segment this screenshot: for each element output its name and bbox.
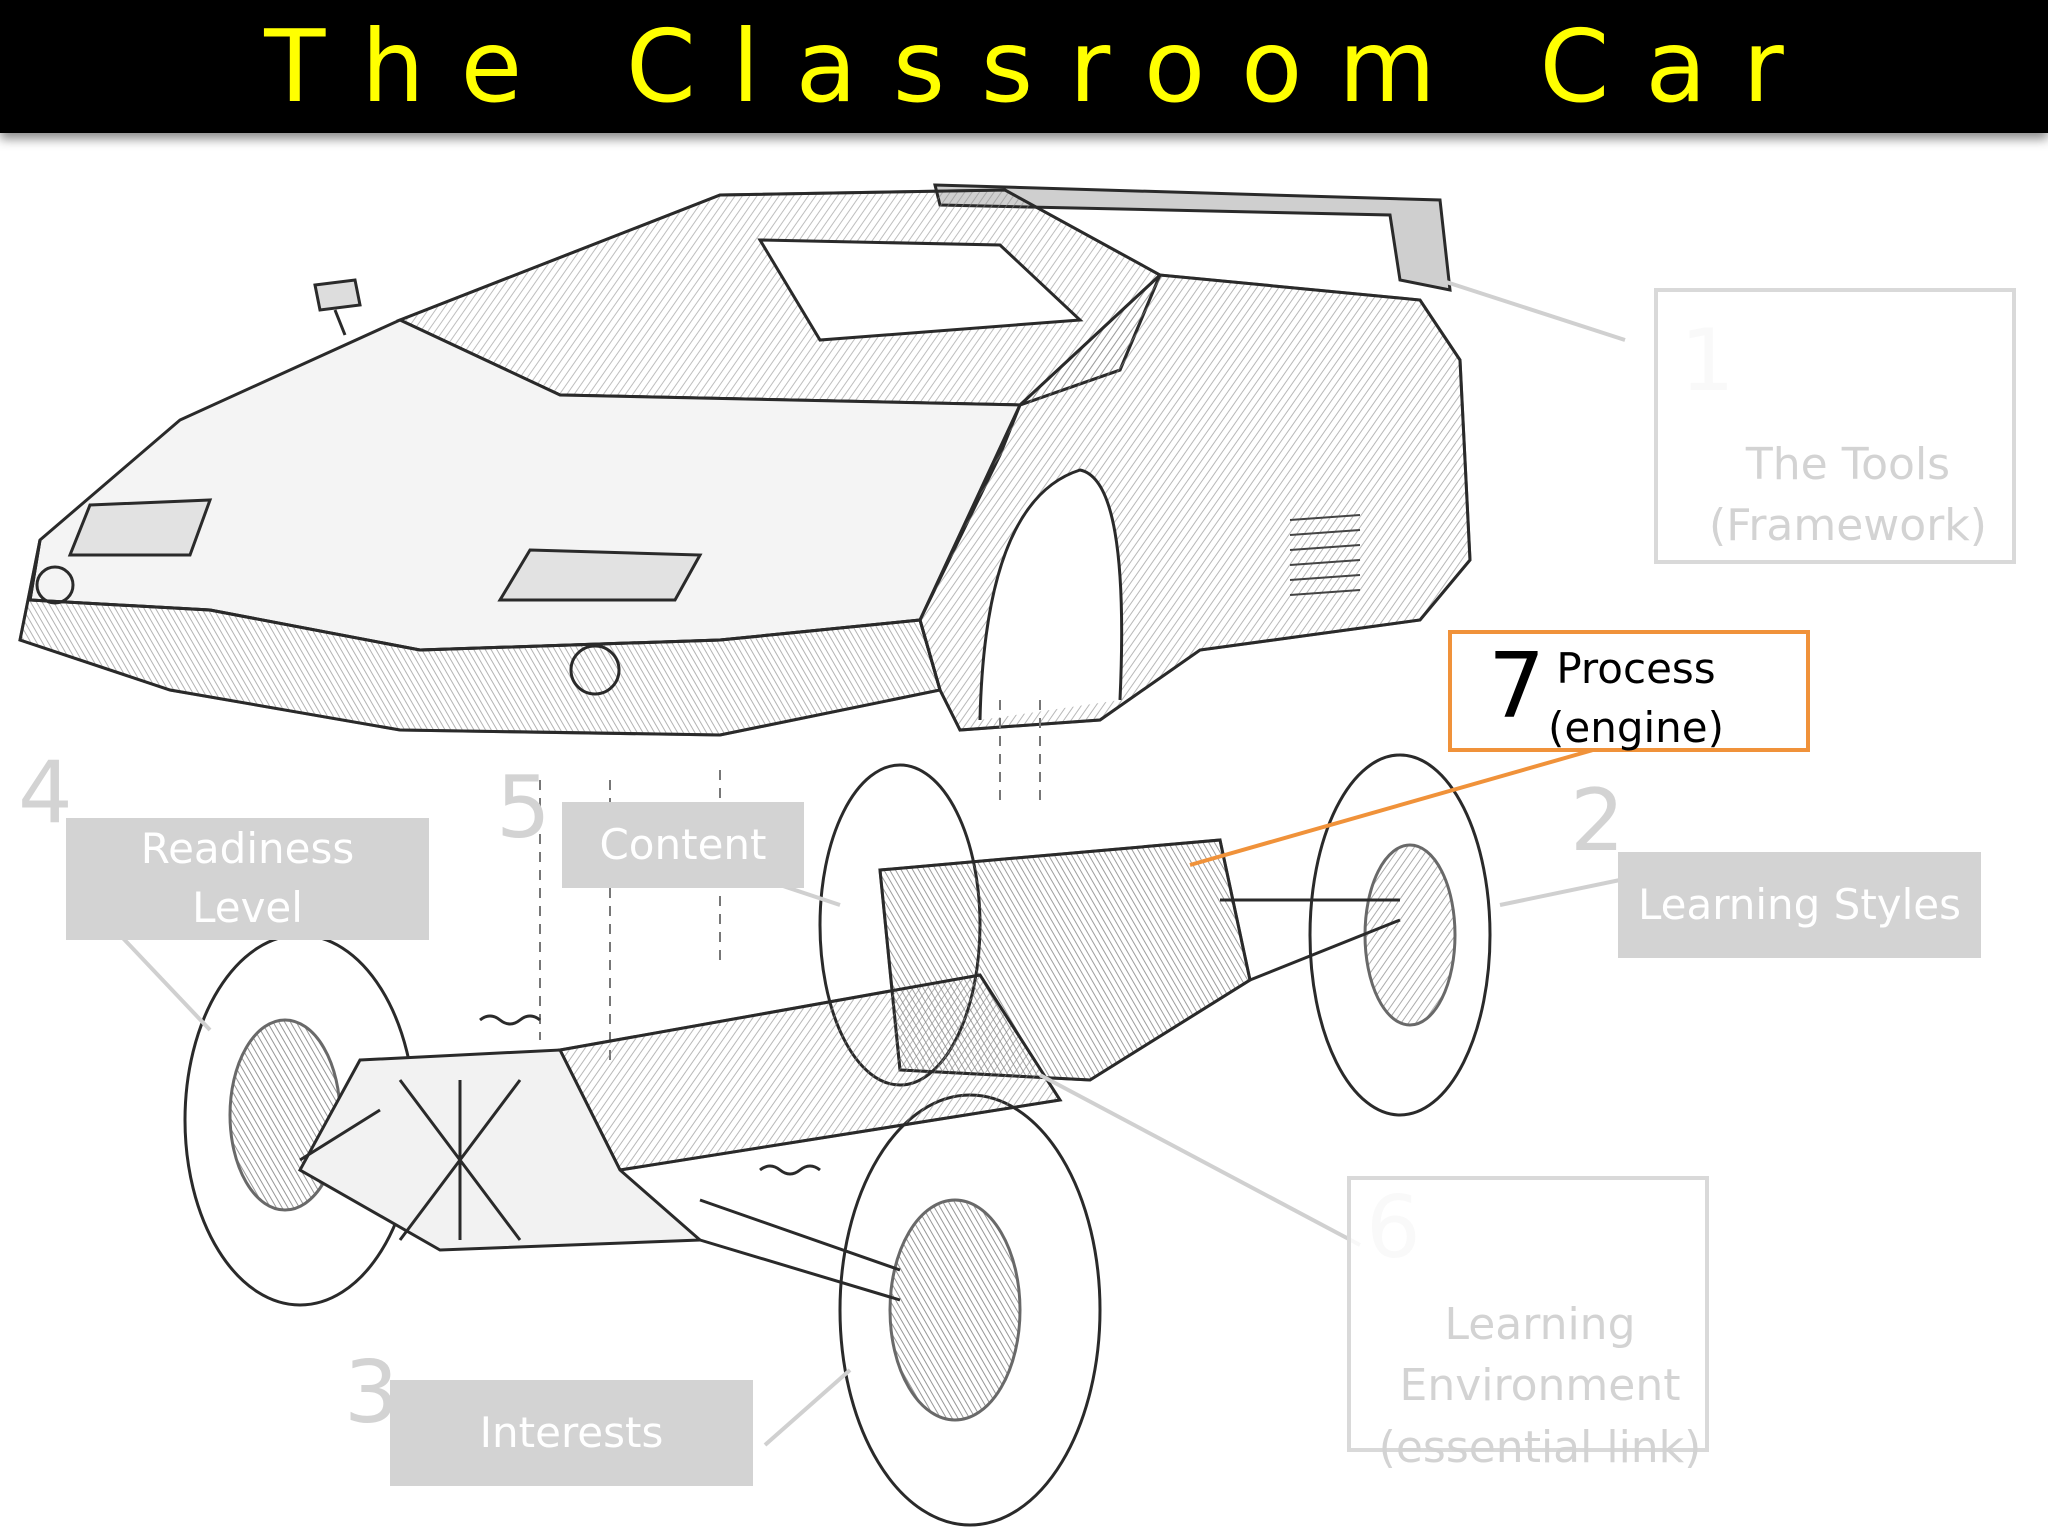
leader-lines <box>118 278 1626 1447</box>
car-body <box>18 183 1472 737</box>
process-leader-line <box>1189 746 1601 867</box>
component-box-readiness-level: Readiness Level <box>66 818 429 940</box>
title-bar: The Classroom Car <box>0 0 2048 133</box>
component-box-interests: Interests <box>390 1380 753 1486</box>
car-chassis <box>183 753 1492 1527</box>
component-number-2: 2 <box>1570 771 1625 871</box>
component-label-process: Process (engine) <box>1548 644 1725 752</box>
component-box-learning-environment: Learning Environment (essential link) <box>1347 1176 1709 1473</box>
component-number-7: 7 <box>1488 634 1546 739</box>
component-label-interests: Interests <box>479 1407 664 1457</box>
component-number-5: 5 <box>496 758 551 858</box>
component-label-tools: The Tools (Framework) <box>1709 438 1987 552</box>
component-box-tools: The Tools (Framework) <box>1654 288 2016 564</box>
page-title: The Classroom Car <box>264 7 1820 125</box>
component-label-readiness-level: Readiness Level <box>140 824 355 932</box>
component-label-learning-styles: Learning Styles <box>1637 879 1962 929</box>
component-label-content: Content <box>599 819 767 869</box>
component-box-content: Content <box>562 802 804 888</box>
component-label-learning-environment: Learning Environment (essential link) <box>1378 1298 1702 1473</box>
component-number-4: 4 <box>18 743 73 843</box>
component-box-process: 7 Process (engine) <box>1448 630 1810 752</box>
component-box-learning-styles: Learning Styles <box>1618 852 1981 958</box>
component-number-3: 3 <box>344 1343 399 1443</box>
